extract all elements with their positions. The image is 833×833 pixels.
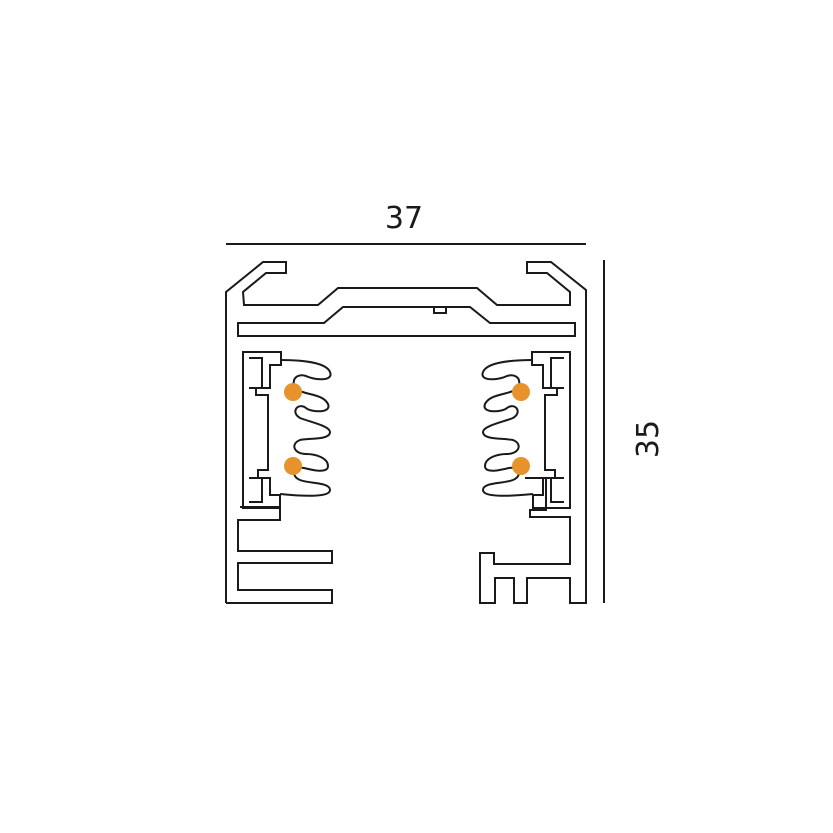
right-channel-inner — [550, 357, 564, 503]
left-channel-inner — [249, 357, 263, 503]
housing-outer-wall — [225, 261, 587, 604]
right-insulator-wave — [481, 359, 534, 497]
right-conductor-channel — [531, 351, 571, 509]
conductor-right-bottom — [512, 457, 530, 475]
center-notch — [433, 307, 447, 314]
left-insulator-wave — [279, 359, 332, 497]
height-dimension-label: 35 — [631, 420, 666, 458]
top-crossbeam — [237, 306, 576, 337]
left-conductor-channel — [242, 351, 282, 509]
conductor-right-top — [512, 383, 530, 401]
conductor-left-bottom — [284, 457, 302, 475]
width-dimension-label: 37 — [385, 201, 423, 236]
housing-left-side — [226, 506, 333, 604]
conductor-left-top — [284, 383, 302, 401]
